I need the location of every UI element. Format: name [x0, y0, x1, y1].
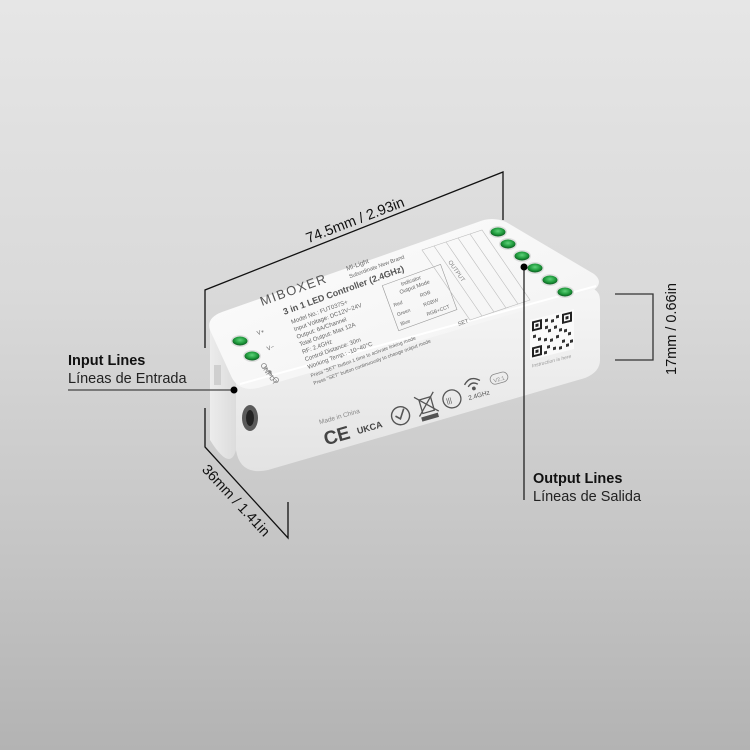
- width-dimension-line: [204, 408, 289, 540]
- input-lines-callout: Input Lines Líneas de Entrada: [68, 352, 187, 388]
- input-lines-title: Input Lines: [68, 353, 146, 369]
- svg-text:RGBW: RGBW: [423, 297, 440, 308]
- svg-text:Green: Green: [396, 308, 411, 318]
- svg-text:Blue: Blue: [400, 318, 412, 327]
- svg-text:Red: Red: [393, 300, 404, 309]
- height-dimension-line: [615, 293, 654, 361]
- output-grid: [421, 229, 531, 321]
- input-callout-leader: [68, 386, 238, 394]
- output-lines-subtitle: Líneas de Salida: [533, 489, 642, 505]
- set-label: SET: [457, 318, 470, 328]
- input-lines-subtitle: Líneas de Entrada: [68, 371, 187, 387]
- dc-port: [214, 365, 258, 431]
- height-dimension-label: 17mm / 0.66in: [664, 283, 680, 375]
- output-terminals: [489, 226, 574, 298]
- output-lines-callout: Output Lines Líneas de Salida: [533, 470, 641, 506]
- version-badge: V2.1: [489, 371, 509, 385]
- rohs-icon: [390, 406, 411, 426]
- wifi-icon: [463, 377, 481, 391]
- svg-text:|||: |||: [446, 397, 453, 405]
- qr-code: Instruction is here: [530, 309, 574, 369]
- output-lines-title: Output Lines: [533, 471, 623, 487]
- box-top-face: [209, 219, 599, 389]
- input-terminals: [231, 335, 261, 362]
- svg-text:V−: V−: [266, 344, 276, 352]
- output-callout-leader: [520, 263, 528, 500]
- rf-icon: |||: [442, 389, 462, 409]
- svg-text:V+: V+: [256, 329, 266, 337]
- indicator-table: Indicator Output Mode Red RGB Green RGBW…: [381, 264, 458, 332]
- box-front-face: [232, 285, 600, 472]
- svg-text:RGB: RGB: [419, 290, 432, 300]
- length-dimension-line: [204, 171, 504, 348]
- weee-bin-icon: [413, 391, 440, 422]
- svg-text:V2.1: V2.1: [493, 376, 506, 385]
- input-polarity-icon: [261, 363, 279, 383]
